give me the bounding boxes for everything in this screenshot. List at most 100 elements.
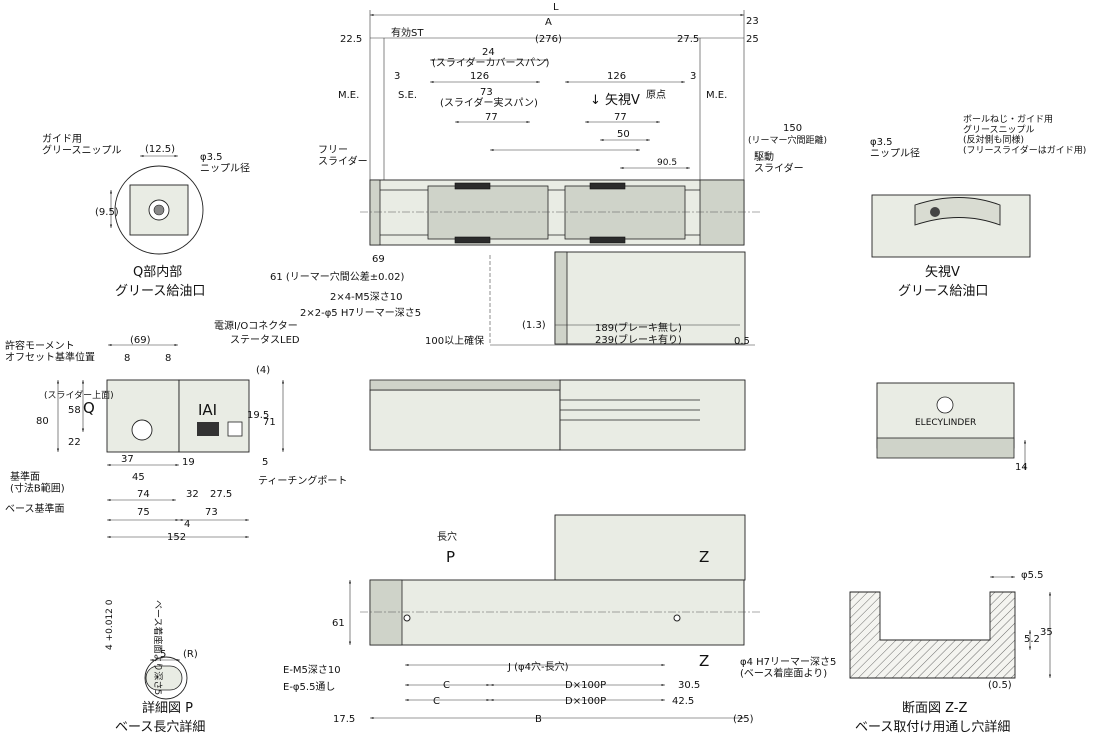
dim-3b: 3 — [690, 71, 696, 82]
dim-69-end: (69) — [130, 335, 151, 346]
label-z-top: Z — [699, 548, 709, 566]
motor-flange — [554, 251, 568, 345]
dim-1-3: (1.3) — [522, 320, 546, 331]
dim-slider-span: (スライダー実スパン) — [440, 96, 538, 109]
dim-45: 45 — [132, 472, 145, 483]
slider-block — [454, 182, 491, 190]
dim-80: 80 — [36, 416, 49, 427]
label-drive-slider: 駆動スライダー — [754, 150, 804, 175]
dim-slider-cover-span: (スライダーカバースパン) — [432, 56, 550, 69]
dim-126a: 126 — [470, 71, 489, 82]
dim-brake-none: 189(ブレーキ無し) — [595, 321, 682, 334]
logo-iai: IAI — [198, 401, 217, 419]
end-view — [56, 343, 285, 539]
label-reamer-tolerance: 61 (リーマー穴間公差±0.02) — [270, 270, 404, 283]
dim-dx2: D×100P — [565, 696, 606, 707]
slider-block — [454, 236, 491, 244]
dim-14: 14 — [1015, 462, 1028, 473]
dim-90-5: 90.5 — [657, 158, 677, 168]
label-r: (R) — [183, 649, 198, 660]
dim-35: 35 — [1040, 627, 1053, 638]
dim-19: 19 — [182, 457, 195, 468]
dim-reamer-pitch: (リーマー穴間距離) — [748, 134, 827, 146]
dim-25: 25 — [746, 34, 759, 45]
dim-5-2: 5.2 — [1024, 634, 1040, 645]
dim-A: A — [545, 17, 552, 28]
dim-17-5: 17.5 — [333, 714, 355, 725]
dim-58: 58 — [68, 405, 81, 416]
label-free-slider: フリースライダー — [318, 145, 368, 168]
subtitle-p-detail: ベース長穴詳細 — [115, 719, 205, 735]
dim-25-bottom: (25) — [733, 714, 754, 725]
dim-69: 69 — [372, 254, 385, 265]
dim-phi5-5: φ5.5 — [1021, 570, 1044, 581]
dim-73-end: 73 — [205, 507, 218, 518]
dim-32: 32 — [186, 489, 199, 500]
subtitle-q-detail: グリース給油口 — [115, 284, 205, 299]
dim-3a: 3 — [394, 71, 400, 82]
label-long-hole: 長穴 — [437, 530, 457, 543]
top-view — [360, 10, 760, 346]
subtitle-v-view: グリース給油口 — [898, 284, 988, 299]
label-depth-5: ベース着座面より深さ5 — [152, 600, 164, 695]
label-me-left: M.E. — [338, 90, 359, 101]
dim-73: 73 — [480, 87, 493, 98]
label-e-m5: E-M5深さ10 — [283, 664, 341, 676]
end-cap-left — [369, 179, 381, 246]
dim-22-5: 22.5 — [340, 34, 362, 45]
dim-dx1: D×100P — [565, 680, 606, 691]
dim-152: 152 — [167, 532, 186, 543]
motor-end-view — [876, 382, 1027, 470]
dim-75: 75 — [137, 507, 150, 518]
dim-71: 71 — [263, 417, 276, 428]
label-guide-grease: ガイド用グリースニップル — [42, 133, 122, 157]
dim-19-5: 19.5 — [247, 410, 269, 421]
dim-74: 74 — [137, 489, 150, 500]
label-power-io: 電源I/Oコネクター — [214, 319, 298, 332]
dim-c1: C — [443, 680, 450, 691]
dim-126b: 126 — [607, 71, 626, 82]
label-ball-screw-grease: ボールねじ・ガイド用グリースニップル(反対側も同様)(フリースライダーはガイド用… — [963, 114, 1086, 156]
side-view — [369, 379, 746, 451]
label-me-right: M.E. — [706, 90, 727, 101]
label-elecylinder: ELECYLINDER — [915, 418, 976, 428]
label-status-led: ステータスLED — [230, 334, 300, 346]
dim-8b: 8 — [165, 353, 171, 364]
title-v-view: 矢視V — [925, 265, 960, 280]
label-origin: 原点 — [646, 89, 666, 101]
dim-22: 22 — [68, 437, 81, 448]
label-phi4-reamer: φ4 H7リーマー深さ5(ベース着座面より) — [740, 656, 836, 680]
dim-23: 23 — [746, 16, 759, 27]
dim-27-5: 27.5 — [677, 34, 699, 45]
teaching-port — [227, 421, 243, 437]
dim-8a: 8 — [124, 353, 130, 364]
dim-27-5-end: 27.5 — [210, 489, 232, 500]
dim-4b: 4 — [184, 519, 190, 530]
title-p-detail: 詳細図 P — [142, 700, 193, 716]
label-se: S.E. — [398, 90, 417, 101]
title-q-detail: Q部内部 — [133, 264, 182, 280]
dim-50: 50 — [617, 129, 630, 140]
dim-tolerance: 4 +0.012 0 — [105, 599, 115, 650]
dim-b: B — [535, 714, 542, 725]
label-z-bottom: Z — [699, 652, 709, 670]
free-slider — [427, 185, 549, 240]
dim-77a: 77 — [485, 112, 498, 123]
label-q: Q — [83, 399, 95, 417]
label-slider-top: (スライダー上面) — [44, 389, 114, 401]
dim-effective-stroke: 有効ST — [391, 26, 424, 39]
label-phi5-reamer: 2×2-φ5 H7リーマー深さ5 — [300, 307, 421, 319]
z-section-view — [849, 575, 1052, 679]
label-ref-face: 基準面(寸法B範囲) — [10, 470, 65, 495]
motor-housing — [554, 251, 746, 345]
q-detail-view — [109, 154, 204, 255]
dim-L: L — [553, 2, 559, 13]
bottom-view — [348, 514, 760, 720]
label-secure-100: 100以上確保 — [425, 334, 484, 347]
dim-24: 24 — [482, 47, 495, 58]
dim-c2: C — [433, 696, 440, 707]
dim-61: 61 — [332, 618, 345, 629]
